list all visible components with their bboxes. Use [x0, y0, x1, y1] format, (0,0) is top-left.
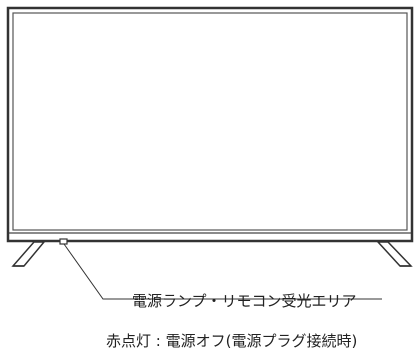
status-label: 赤点灯 : 電源オフ(電源プラグ接続時) [106, 332, 358, 350]
right-stand [376, 241, 413, 267]
leader-line [63, 243, 382, 300]
tv-screen [12, 12, 408, 231]
lamp-area-label: 電源ランプ・リモコン受光エリア [132, 292, 357, 310]
power-lamp-marker [59, 238, 68, 245]
left-stand [11, 241, 46, 267]
